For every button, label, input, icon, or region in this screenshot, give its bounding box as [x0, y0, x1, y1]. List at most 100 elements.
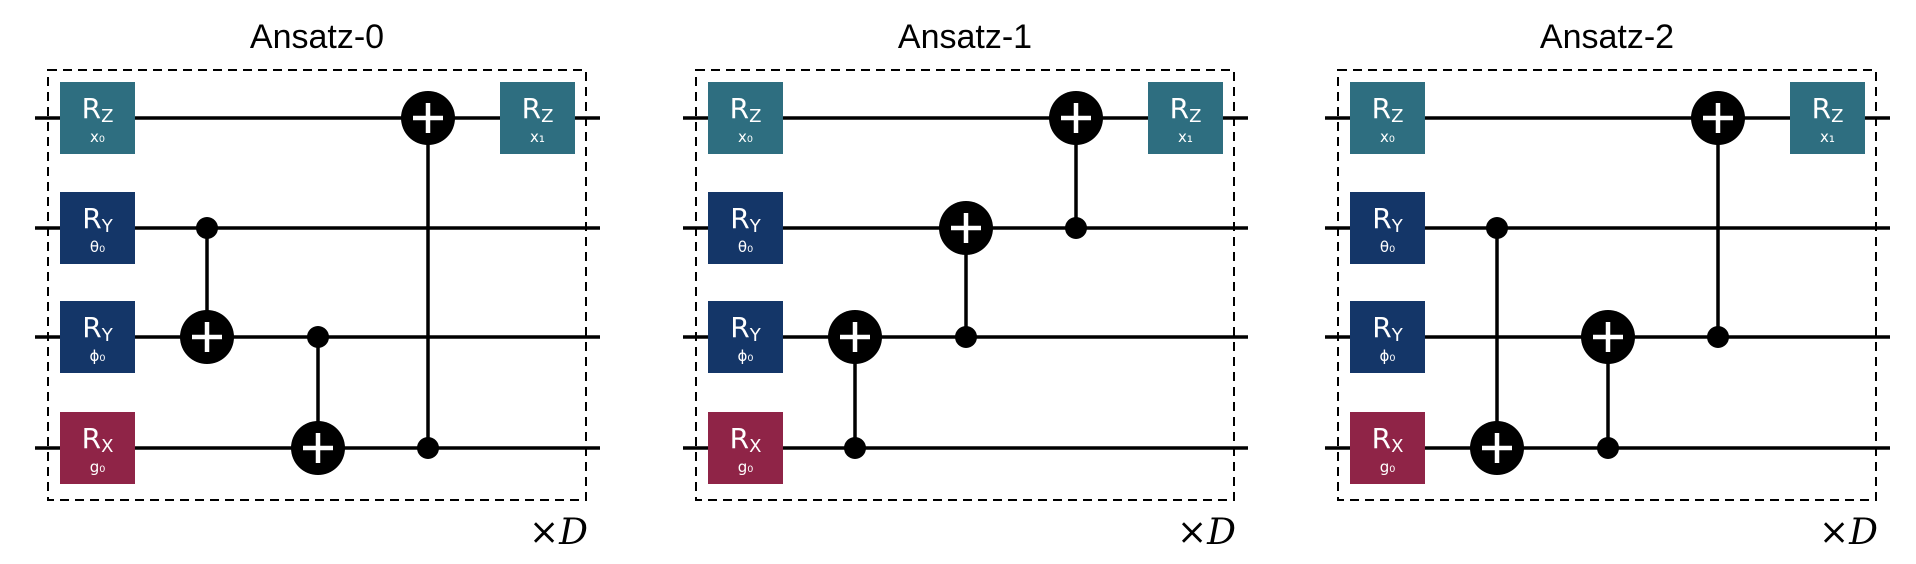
gate-label: RY [1372, 202, 1403, 237]
repetition-box [1337, 69, 1877, 501]
cnot-control-dot-icon [1486, 217, 1508, 239]
gate-axis: Y [101, 325, 114, 346]
gate-box [60, 192, 135, 264]
cnot-control-dot-icon [307, 326, 329, 348]
gate-axis: Y [749, 216, 762, 237]
gate-parameter: θ₀ [738, 238, 753, 256]
gate-box [708, 192, 783, 264]
cnot-target-icon [1470, 421, 1524, 475]
gate-name: R [82, 311, 101, 344]
gate-label: RY [82, 202, 113, 237]
gate-box [1350, 301, 1425, 373]
gate-name: R [730, 202, 749, 235]
repetition-label: ×D [1819, 512, 1878, 553]
cnot-target-icon [828, 310, 882, 364]
gate-parameter: x₁ [1820, 128, 1835, 146]
panel-title: Ansatz-2 [1540, 18, 1674, 56]
gate-box [60, 412, 135, 484]
gate-parameter: x₀ [738, 128, 753, 146]
gate-label: RZ [1812, 92, 1844, 127]
cnot-gate [180, 217, 234, 364]
gate-axis: Y [101, 216, 114, 237]
panel-title: Ansatz-1 [898, 18, 1032, 56]
gate-parameter: g₀ [738, 458, 754, 476]
gate-box [1148, 82, 1223, 154]
gate-name: R [1372, 422, 1391, 455]
gate-name: R [1372, 311, 1391, 344]
cnot-control-dot-icon [1065, 217, 1087, 239]
gate-parameter: x₀ [1380, 128, 1395, 146]
gate-label: RZ [522, 92, 554, 127]
gate-box [708, 301, 783, 373]
gate-name: R [730, 311, 749, 344]
cnot-control-dot-icon [955, 326, 977, 348]
gate-label: RZ [82, 92, 114, 127]
gate-name: R [730, 422, 749, 455]
cnot-gate [1470, 217, 1524, 475]
cnot-control-dot-icon [196, 217, 218, 239]
gate-parameter: ϕ₀ [90, 347, 106, 365]
cnot-gate [828, 310, 882, 459]
repetition-box [47, 69, 587, 501]
gate-axis: Z [1831, 106, 1843, 127]
gate-axis: X [101, 436, 113, 457]
cnot-gate [1581, 310, 1635, 459]
gate-name: R [1812, 92, 1831, 125]
gate-label: RY [730, 311, 761, 346]
cnot-control-dot-icon [1597, 437, 1619, 459]
gate-label: RZ [730, 92, 762, 127]
gate-label: RZ [1372, 92, 1404, 127]
cnot-control-dot-icon [844, 437, 866, 459]
gate-axis: Z [101, 106, 113, 127]
cnot-target-icon [180, 310, 234, 364]
gate-name: R [82, 92, 101, 125]
cnot-gate [939, 201, 993, 348]
gate-box [1350, 412, 1425, 484]
gate-axis: Y [1391, 216, 1404, 237]
gate-label: RX [82, 422, 114, 457]
gate-axis: Z [541, 106, 553, 127]
cnot-target-icon [1049, 91, 1103, 145]
gate-name: R [1372, 202, 1391, 235]
gate-name: R [82, 422, 101, 455]
gate-parameter: θ₀ [90, 238, 105, 256]
gate-name: R [1372, 92, 1391, 125]
gate-parameter: ϕ₀ [738, 347, 754, 365]
cnot-gate [291, 326, 345, 475]
repetition-box [695, 69, 1235, 501]
gate-label: RY [730, 202, 761, 237]
gate-box [708, 412, 783, 484]
gate-box [60, 301, 135, 373]
gate-axis: X [1391, 436, 1403, 457]
cnot-target-icon [401, 91, 455, 145]
gate-axis: Z [749, 106, 761, 127]
gate-parameter: x₁ [1178, 128, 1193, 146]
gate-label: RY [1372, 311, 1403, 346]
gate-axis: Z [1189, 106, 1201, 127]
gate-parameter: θ₀ [1380, 238, 1395, 256]
gate-axis: X [749, 436, 761, 457]
repetition-label: ×D [529, 512, 588, 553]
gate-box [500, 82, 575, 154]
cnot-target-icon [1691, 91, 1745, 145]
gate-axis: Y [749, 325, 762, 346]
gate-name: R [522, 92, 541, 125]
gate-parameter: g₀ [1380, 458, 1396, 476]
gate-box [1350, 82, 1425, 154]
gate-label: RX [730, 422, 762, 457]
